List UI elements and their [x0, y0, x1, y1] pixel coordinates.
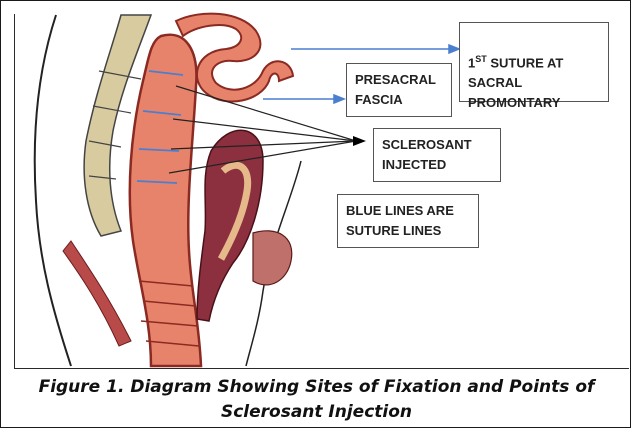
sclerosant-label: SCLEROSANT INJECTED	[373, 128, 501, 182]
pointer-line	[171, 141, 356, 149]
pelvic-muscle	[63, 241, 131, 346]
presacral-fascia-label: PRESACRAL FASCIA	[346, 63, 452, 117]
suture-label: 1ST SUTURE AT SACRAL PROMONTARY	[459, 22, 609, 102]
bladder	[253, 231, 292, 285]
caption-line-1: Figure 1. Diagram Showing Sites of Fixat…	[1, 375, 631, 400]
blue-lines-note: BLUE LINES ARE SUTURE LINES	[337, 194, 479, 248]
pointer-arrowhead	[353, 136, 366, 146]
figure-caption: Figure 1. Diagram Showing Sites of Fixat…	[1, 375, 631, 425]
caption-line-2: Sclerosant Injection	[1, 400, 631, 425]
pointer-line	[176, 86, 356, 141]
pointer-line	[173, 119, 356, 141]
rectum	[130, 35, 201, 366]
suture-label-sup: ST	[475, 54, 487, 64]
body-outline	[35, 15, 71, 366]
